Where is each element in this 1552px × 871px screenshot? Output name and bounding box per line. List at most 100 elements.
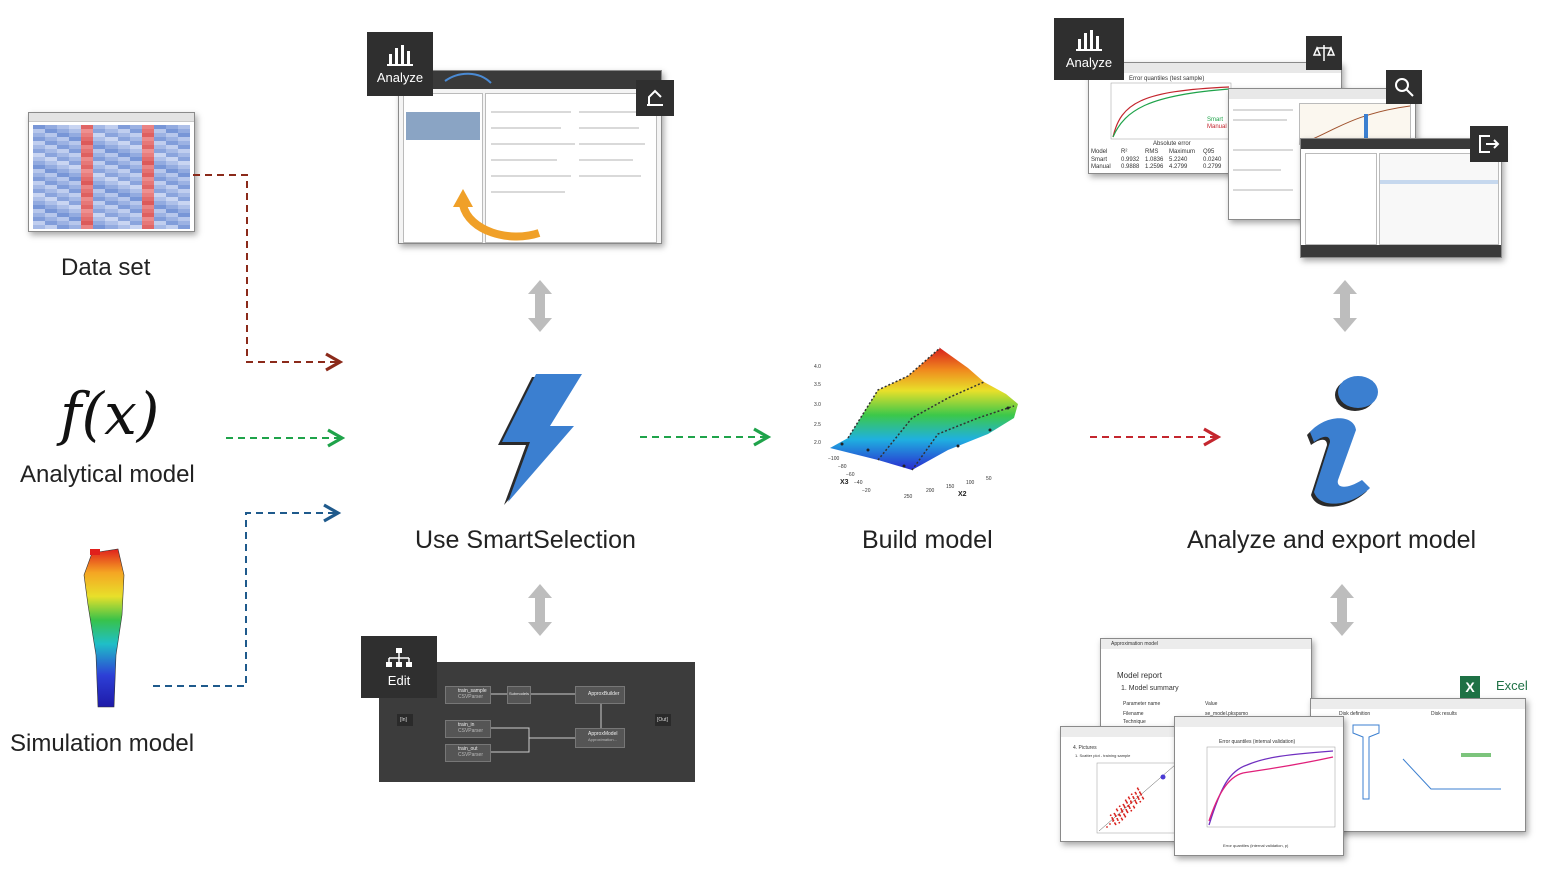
- dataset-thumbnail: [28, 112, 195, 232]
- svg-text:3.5: 3.5: [814, 382, 821, 388]
- scatter-plot: [1096, 762, 1178, 834]
- scatter-point: [1140, 793, 1143, 796]
- scatter-point: [1126, 811, 1129, 814]
- arrow-simulation: [153, 503, 342, 687]
- scatter-point: [1114, 815, 1117, 818]
- pictures-heading: 4. Pictures: [1073, 745, 1097, 751]
- svg-text:2.5: 2.5: [814, 422, 821, 428]
- error-x-axis: Absolute error: [1153, 141, 1191, 147]
- scatter-point: [1114, 823, 1117, 826]
- svg-text:−80: −80: [838, 464, 847, 470]
- svg-text:50: 50: [986, 476, 992, 482]
- pictures-window: 4. Pictures 1. Scatter plot - training s…: [1060, 726, 1186, 842]
- report-row-technique: Technique: [1123, 719, 1146, 725]
- svg-text:−100: −100: [828, 456, 839, 462]
- report-window-title: Approximation model: [1111, 641, 1158, 647]
- svg-text:2.0: 2.0: [814, 440, 821, 446]
- scatter-title: 1. Scatter plot - training sample: [1075, 753, 1131, 758]
- step-analyze-export-label: Analyze and export model: [1187, 526, 1477, 554]
- z-axis-ticks: 4.0 3.5 3.0 2.5 2.0: [814, 364, 821, 446]
- scatter-point: [1117, 819, 1119, 821]
- dataset-heatmap: [33, 125, 190, 229]
- smartselection-bolt-icon: [498, 374, 582, 505]
- scatter-point: [1112, 819, 1115, 822]
- workflow-out-port: [Out]: [655, 714, 671, 726]
- scatter-point: [1132, 797, 1135, 800]
- double-arrow-smart-bottom: [528, 584, 552, 636]
- error-chart-title: Error quantiles (test sample): [1129, 76, 1205, 82]
- arrow-dataset: [193, 174, 344, 372]
- simulation-label: Simulation model: [10, 730, 195, 757]
- scatter-point: [1118, 805, 1121, 808]
- excel-section-definition: Disk definition: [1339, 711, 1371, 717]
- quantile-plot: [1206, 746, 1336, 828]
- build-model-surface-plot: 4.0 3.5 3.0 2.5 2.0 −100 −80 −60 −40 −20…: [814, 347, 1018, 500]
- svg-text:−60: −60: [846, 472, 855, 478]
- workflow-node-approxmodel[interactable]: ApproxModel Approximation...: [575, 728, 625, 748]
- workflow-node-train-sample[interactable]: train_sample CSVParser: [445, 686, 491, 704]
- double-arrow-analyze-top: [1333, 280, 1357, 332]
- export-icon: [1479, 135, 1500, 153]
- scatter-point: [1142, 797, 1145, 800]
- workflow-node-approxbuilder[interactable]: ApproxBuilder: [575, 686, 625, 704]
- legend-smart: Smart: [1207, 117, 1224, 123]
- scatter-point: [1109, 823, 1111, 825]
- svg-text:3.0: 3.0: [814, 402, 821, 408]
- x3-axis-ticks: −100 −80 −60 −40 −20: [828, 456, 871, 494]
- quantile-window: Error quantiles (internal validation) Er…: [1174, 716, 1344, 856]
- svg-text:100: 100: [966, 480, 975, 486]
- magnifier-icon: [1395, 78, 1414, 97]
- svg-text:−20: −20: [862, 488, 871, 494]
- workflow-node-train-out[interactable]: train_out CSVParser: [445, 744, 491, 762]
- x3-axis-label: X3: [840, 479, 849, 486]
- x2-axis-ticks: 250 200 150 100 50: [904, 476, 992, 500]
- workflow-node-train-in[interactable]: train_in CSVParser: [445, 720, 491, 738]
- analyze-badge-smart: Analyze: [367, 32, 433, 96]
- excel-label: Excel: [1496, 678, 1528, 693]
- workflow-in-port: [In]: [397, 714, 413, 726]
- report-heading: Model report: [1117, 671, 1162, 680]
- scatter-point: [1128, 797, 1131, 800]
- analyze-badge-export: Analyze: [1054, 18, 1124, 80]
- quantile-title: Error quantiles (internal validation): [1219, 739, 1296, 745]
- x2-axis-label: X2: [958, 491, 967, 498]
- double-arrow-analyze-bottom: [1330, 584, 1354, 636]
- svg-text:200: 200: [926, 488, 935, 494]
- report-row-filename-value: se_model.pkspsmo: [1205, 711, 1249, 717]
- scatter-point: [1135, 802, 1138, 805]
- scatter-point: [1123, 806, 1126, 809]
- scatter-point: [1109, 814, 1112, 817]
- simulation-blade-image: [83, 548, 125, 708]
- svg-text:−40: −40: [854, 480, 863, 486]
- info-icon: [1307, 376, 1378, 507]
- scatter-point: [1133, 806, 1136, 809]
- svg-text:4.0: 4.0: [814, 364, 821, 370]
- scatter-point: [1126, 802, 1128, 804]
- smartselection-window: [398, 70, 662, 244]
- excel-section-results: Disk results: [1431, 711, 1457, 717]
- scatter-point: [1121, 818, 1124, 821]
- analytical-formula: f(x): [60, 380, 160, 448]
- double-arrow-smart-top: [528, 280, 552, 332]
- scatter-point: [1130, 809, 1133, 812]
- bar-chart-icon: [1076, 29, 1102, 51]
- export-icon-badge: [1470, 126, 1508, 162]
- edit-badge: Edit: [361, 636, 437, 698]
- scatter-point: [1118, 821, 1121, 824]
- step-build-label: Build model: [862, 526, 993, 554]
- scatter-point: [1124, 815, 1127, 818]
- scatter-point: [1138, 798, 1140, 800]
- quantile-bottom-title: Error quantiles (internal validation, p): [1223, 843, 1289, 848]
- scatter-point: [1135, 793, 1137, 795]
- scatter-point: [1160, 774, 1166, 780]
- workflow-node-submodels[interactable]: Submodels: [507, 686, 531, 704]
- export-window: [1300, 138, 1502, 258]
- smartselection-corner-icon: [636, 80, 674, 116]
- svg-text:150: 150: [946, 484, 955, 490]
- excel-logo: X: [1460, 676, 1480, 698]
- scatter-point: [1129, 807, 1131, 809]
- svg-text:250: 250: [904, 494, 913, 500]
- workflow-icon: [386, 647, 412, 667]
- report-value-col: Value: [1205, 701, 1218, 707]
